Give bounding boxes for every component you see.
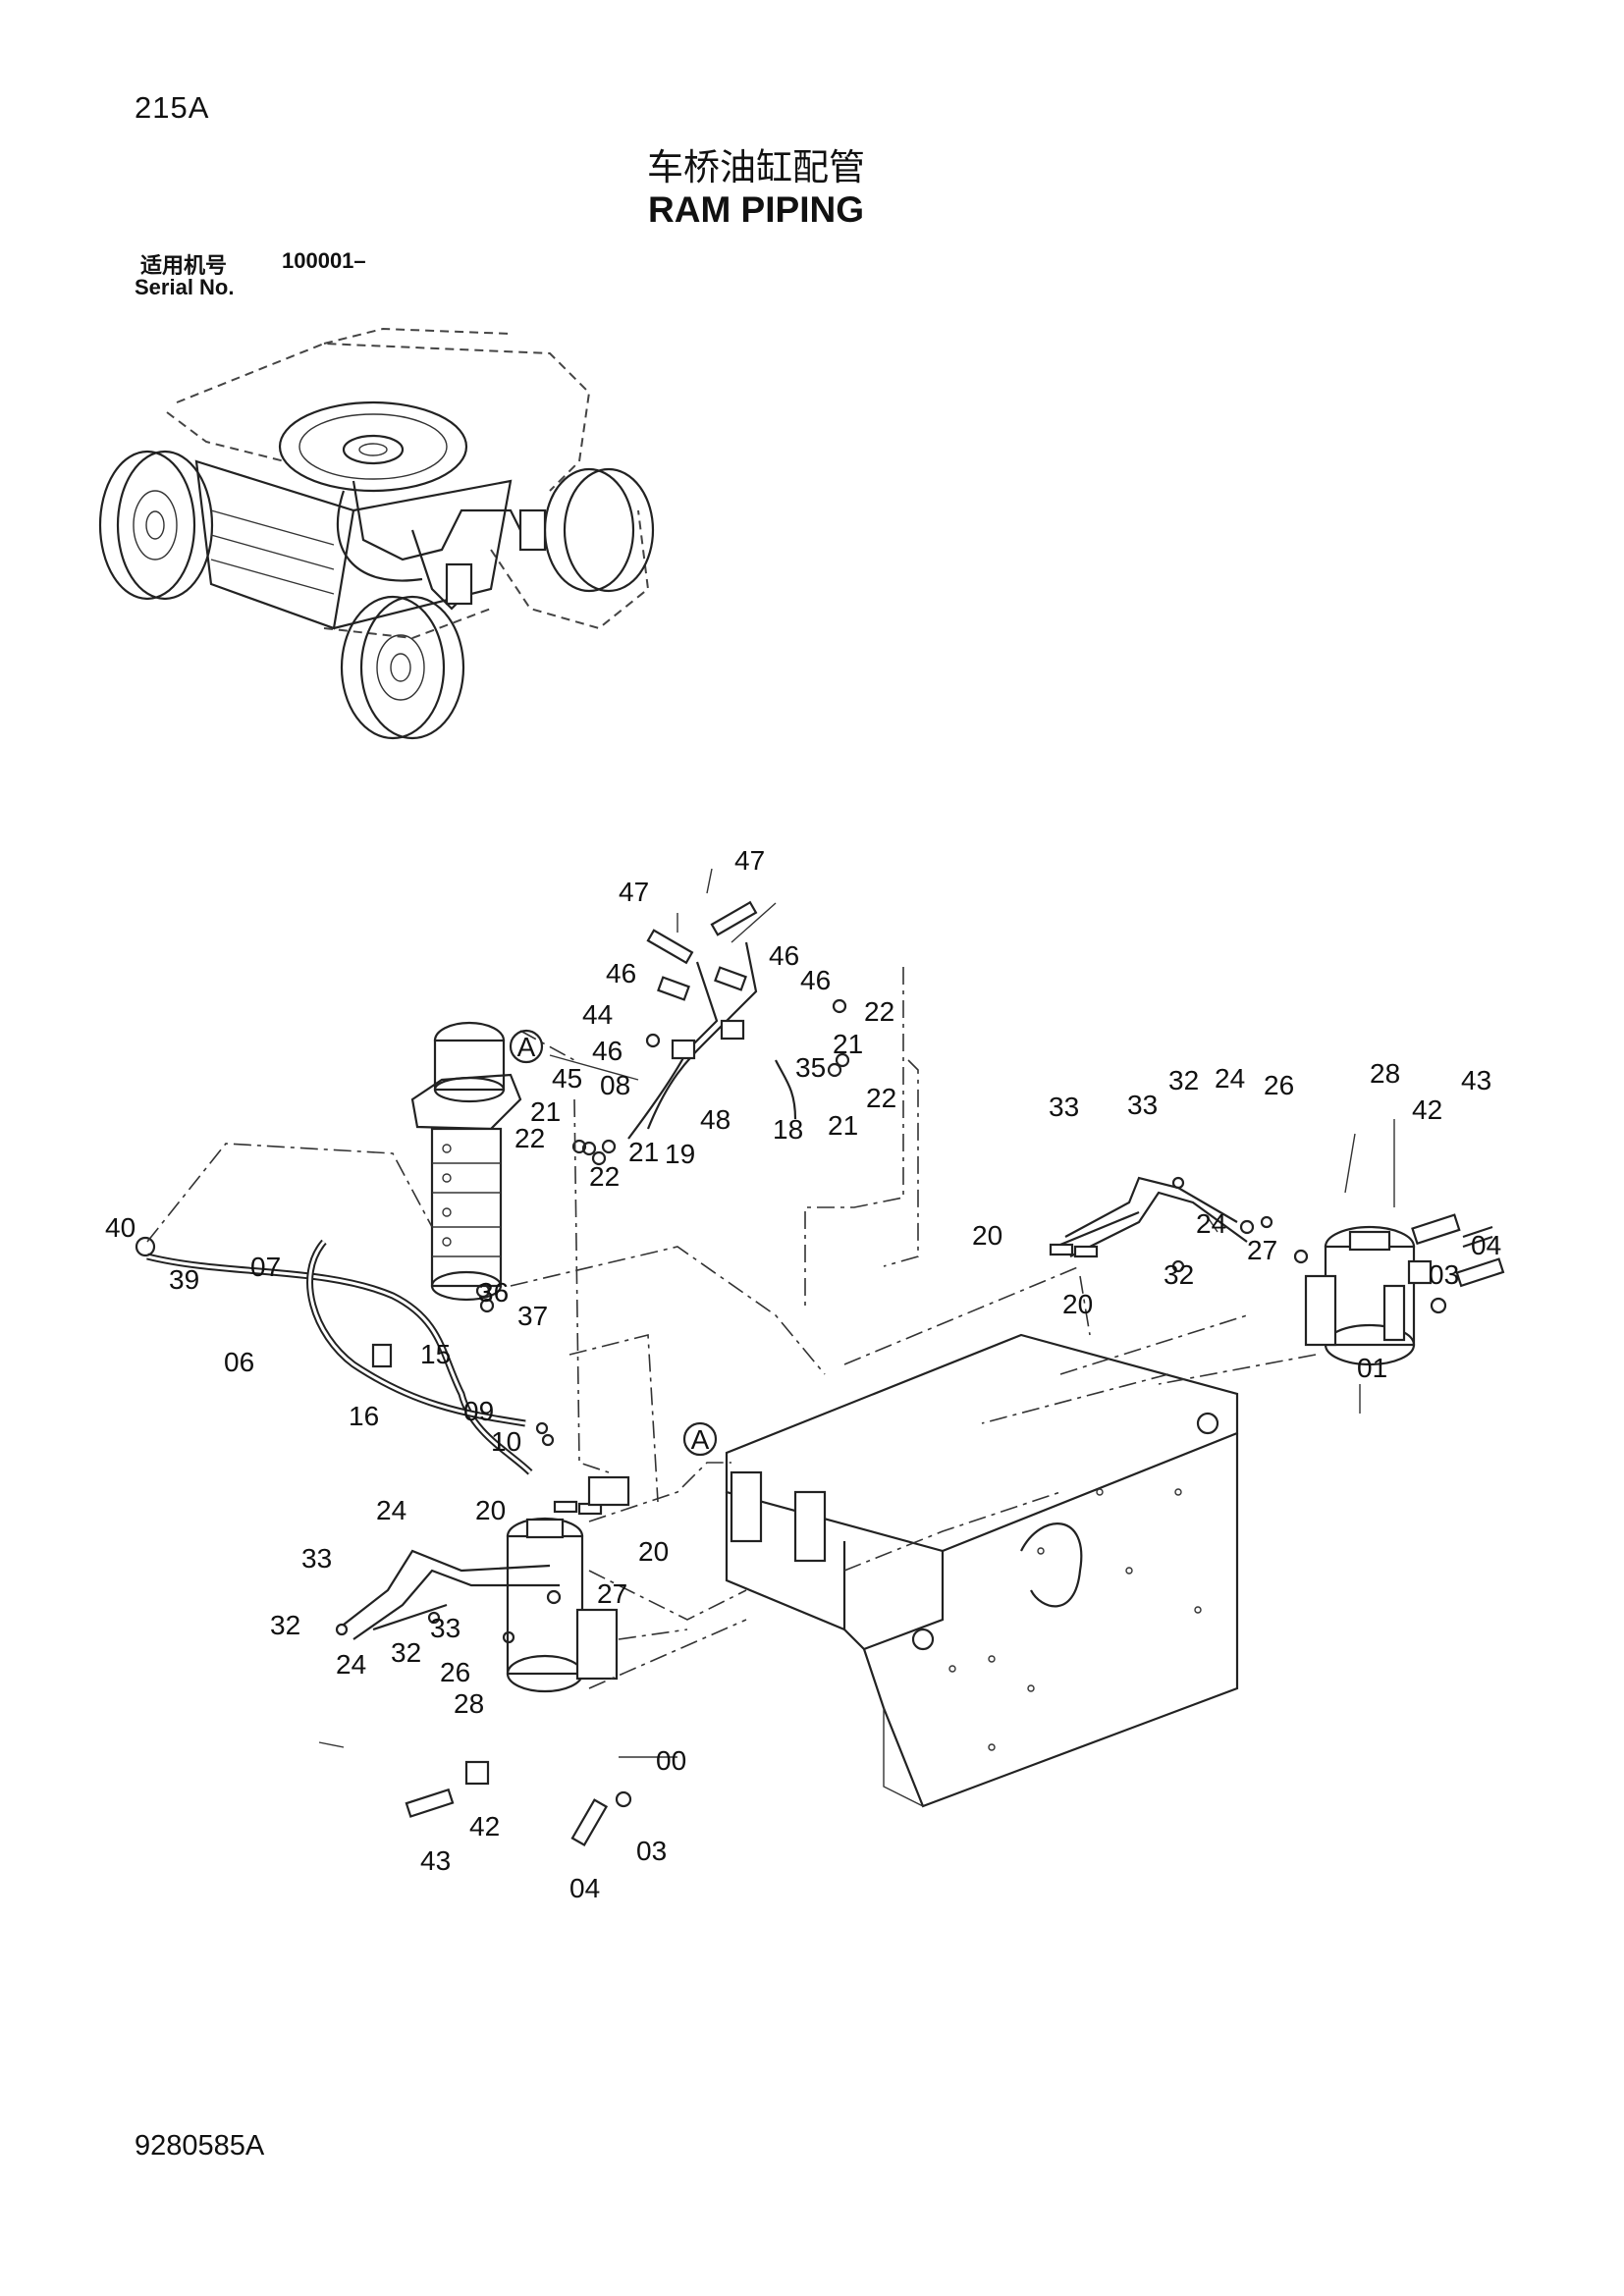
page-code: 215A — [135, 90, 210, 125]
callout-20: 20 — [1062, 1289, 1093, 1319]
bolt-set-right — [1407, 1213, 1505, 1314]
callout-04: 04 — [1471, 1230, 1501, 1260]
callout-07: 07 — [250, 1252, 281, 1282]
reference-marker-a-upper: A — [509, 1029, 544, 1064]
callout-18: 18 — [773, 1114, 803, 1145]
callout-37: 37 — [517, 1301, 548, 1331]
callout-01: 01 — [1357, 1353, 1387, 1383]
callout-22: 22 — [514, 1123, 545, 1153]
callout-21: 21 — [628, 1137, 659, 1167]
callout-20: 20 — [972, 1220, 1002, 1251]
cylinder-left — [506, 1517, 619, 1693]
machine-overview-sketch — [98, 327, 655, 740]
callout-28: 28 — [1370, 1058, 1400, 1089]
callout-46: 46 — [769, 940, 799, 971]
callout-26: 26 — [1264, 1070, 1294, 1100]
callout-32: 32 — [270, 1610, 300, 1640]
callout-33: 33 — [1049, 1092, 1079, 1122]
callout-20: 20 — [475, 1495, 506, 1525]
callout-46: 46 — [800, 965, 831, 995]
drawing-number: 9280585A — [135, 2130, 265, 2162]
right-tube-group — [1049, 1176, 1309, 1273]
callout-43: 43 — [420, 1845, 451, 1876]
callout-06: 06 — [224, 1347, 254, 1377]
callout-24: 24 — [376, 1495, 406, 1525]
callout-22: 22 — [864, 996, 894, 1027]
callout-36: 36 — [478, 1277, 509, 1308]
callout-15: 15 — [420, 1339, 451, 1369]
callout-00: 00 — [656, 1745, 686, 1776]
callout-39: 39 — [169, 1264, 199, 1295]
callout-32: 32 — [1168, 1065, 1199, 1095]
callout-47: 47 — [734, 845, 765, 876]
callout-24: 24 — [1196, 1208, 1226, 1239]
callout-04: 04 — [569, 1873, 600, 1903]
callout-labels: 47 47 46 46 46 46 44 22 21 35 22 21 18 4… — [105, 845, 1501, 1903]
left-tube-group — [335, 1475, 630, 1644]
callout-46: 46 — [606, 958, 636, 988]
callout-10: 10 — [491, 1426, 521, 1457]
page-title-chinese: 车桥油缸配管 — [647, 146, 865, 188]
callout-24: 24 — [336, 1649, 366, 1680]
upper-pipe-group — [571, 900, 850, 1166]
callout-03: 03 — [1429, 1259, 1459, 1290]
callout-33: 33 — [430, 1613, 460, 1643]
callout-26: 26 — [440, 1657, 470, 1687]
callout-44: 44 — [582, 999, 613, 1030]
callout-22: 22 — [866, 1083, 896, 1113]
bolt-set-left — [405, 1760, 632, 1847]
left-wheel-sketch — [98, 450, 214, 601]
callout-46: 46 — [592, 1036, 623, 1066]
callout-40: 40 — [105, 1212, 135, 1243]
rear-wheel-sketch — [340, 595, 465, 740]
axle-frame — [725, 1333, 1239, 1808]
callout-27: 27 — [597, 1578, 627, 1609]
svg-text:A: A — [517, 1032, 536, 1062]
callout-42: 42 — [469, 1811, 500, 1842]
serial-number-value: 100001– — [282, 248, 366, 273]
callout-48: 48 — [700, 1104, 731, 1135]
callout-32: 32 — [1164, 1259, 1194, 1290]
callout-45: 45 — [552, 1063, 582, 1094]
center-swivel-joint — [410, 1021, 522, 1302]
serial-label-chinese: 适用机号 — [140, 254, 228, 279]
page-title-english: RAM PIPING — [648, 189, 864, 230]
callout-35: 35 — [795, 1052, 826, 1083]
callout-32: 32 — [391, 1637, 421, 1668]
callout-33: 33 — [1127, 1090, 1158, 1120]
callout-16: 16 — [349, 1401, 379, 1431]
callout-47: 47 — [619, 877, 649, 907]
callout-19: 19 — [665, 1139, 695, 1169]
hose-06 — [306, 1239, 526, 1427]
callout-21: 21 — [530, 1096, 561, 1127]
reference-marker-a-lower: A — [682, 1421, 718, 1457]
right-wheel-sketch — [543, 467, 655, 593]
serial-label-english: Serial No. — [135, 275, 235, 299]
callout-22: 22 — [589, 1161, 620, 1192]
leader-lines — [146, 868, 1395, 1758]
callout-09: 09 — [463, 1396, 494, 1426]
hose-39 — [146, 1253, 533, 1475]
callout-43: 43 — [1461, 1065, 1491, 1095]
callout-03: 03 — [636, 1836, 667, 1866]
callout-21: 21 — [828, 1110, 858, 1141]
callout-24: 24 — [1215, 1063, 1245, 1094]
cylinder-right — [1304, 1225, 1416, 1366]
callout-28: 28 — [454, 1688, 484, 1719]
callout-33: 33 — [301, 1543, 332, 1574]
callout-27: 27 — [1247, 1235, 1277, 1265]
callout-08: 08 — [600, 1070, 630, 1100]
callout-20: 20 — [638, 1536, 669, 1567]
svg-text:A: A — [691, 1424, 710, 1455]
callout-42: 42 — [1412, 1095, 1442, 1125]
callout-21: 21 — [833, 1029, 863, 1059]
